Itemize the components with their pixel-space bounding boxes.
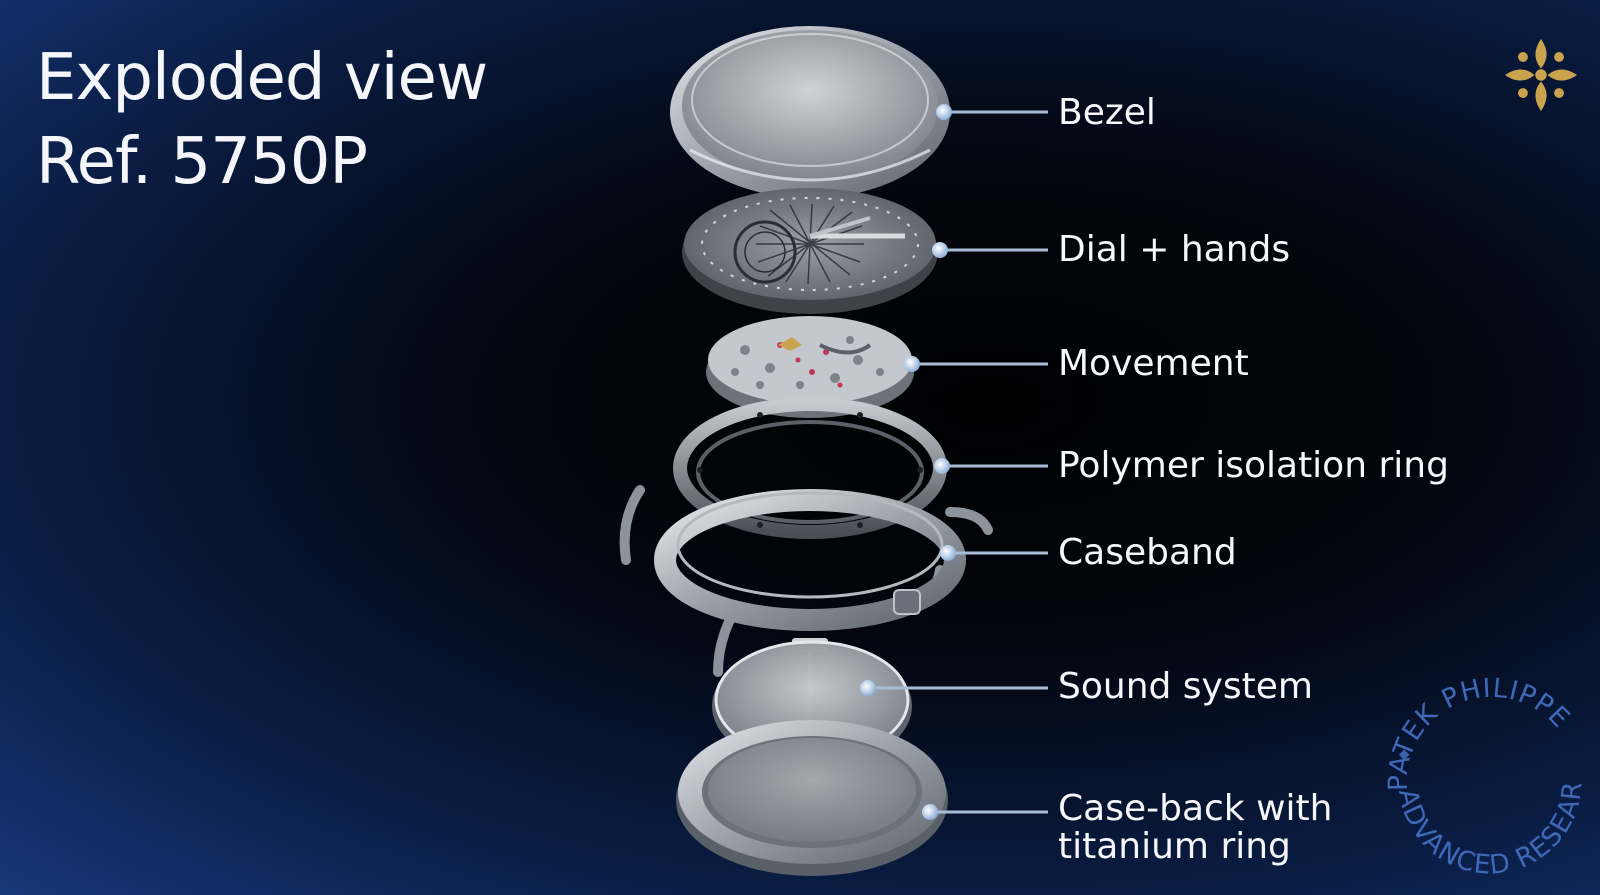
- label-sound-system: Sound system: [1058, 666, 1313, 707]
- label-polymer-isolation-ring: Polymer isolation ring: [1058, 445, 1449, 486]
- label-caseback: Case-back with titanium ring: [1058, 790, 1332, 866]
- leader-dot-polymer-ring: [934, 458, 950, 474]
- calatrava-cross-icon: [1504, 38, 1578, 112]
- caseback-part: [676, 720, 948, 876]
- leader-lines: [868, 110, 1048, 814]
- seal-ornament-icon: [1398, 749, 1410, 760]
- leader-dot-caseback: [922, 804, 938, 820]
- title-line-1: Exploded view: [36, 41, 488, 115]
- label-caseback-line-2: titanium ring: [1058, 826, 1291, 867]
- seal-text-top: PATEK PHILIPPE: [1384, 673, 1576, 791]
- advanced-research-seal: PATEK PHILIPPE ADVANCED RESEARCH: [1384, 672, 1588, 881]
- label-caseband: Caseband: [1058, 532, 1237, 573]
- leader-dot-movement: [904, 356, 920, 372]
- leader-dot-dial: [932, 242, 948, 258]
- title-line-2: Ref. 5750P: [36, 125, 368, 199]
- dial-part: [682, 188, 938, 314]
- label-caseback-line-1: Case-back with: [1058, 788, 1333, 829]
- caseband-part: [619, 485, 993, 677]
- label-dial-hands: Dial + hands: [1058, 229, 1291, 270]
- movement-part: [706, 316, 914, 418]
- leader-dots: [860, 104, 956, 820]
- leader-dot-sound-system: [860, 680, 876, 696]
- label-bezel: Bezel: [1058, 92, 1156, 133]
- leader-dot-caseband: [940, 545, 956, 561]
- bezel-part: [670, 26, 950, 198]
- label-movement: Movement: [1058, 343, 1249, 384]
- leader-dot-bezel: [936, 104, 952, 120]
- slide-title: Exploded view Ref. 5750P: [36, 36, 488, 204]
